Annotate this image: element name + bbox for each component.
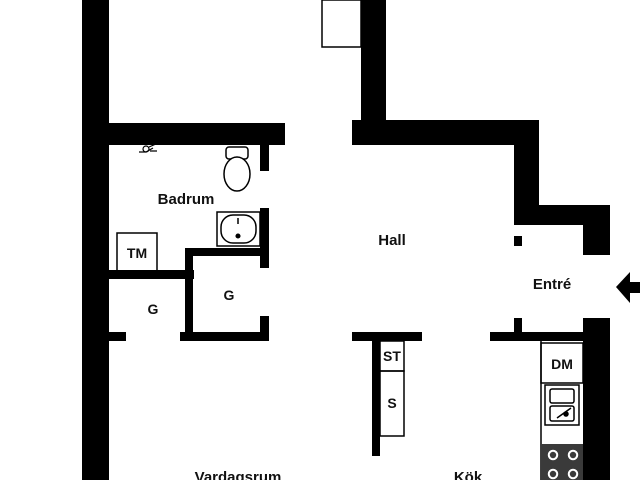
room-label-hall: Hall (378, 232, 406, 249)
toilet-icon (223, 146, 251, 192)
s-cabinet (379, 370, 405, 437)
walls (82, 0, 610, 480)
room-label-vardagsrum: Vardagsrum (195, 469, 282, 480)
fixture-label-s: S (387, 395, 396, 411)
room-label-badrum: Badrum (158, 191, 215, 208)
tm-box (116, 232, 158, 272)
fixture-label-g-left: G (148, 301, 159, 317)
kitchen-sink-icon (544, 384, 580, 426)
bathroom-sink-icon (216, 211, 261, 247)
fixture-outlines (116, 0, 584, 480)
room-label-entre: Entré (533, 276, 571, 293)
fixture-label-dm: DM (551, 356, 573, 372)
top-closet (321, 0, 362, 48)
fixture-label-tm: TM (127, 245, 147, 261)
shower-icon (139, 143, 157, 153)
entrance-arrow-icon (616, 272, 640, 303)
room-label-kok: Kök (454, 469, 483, 480)
fixture-label-g-right: G (224, 287, 235, 303)
fixture-label-st: ST (383, 348, 401, 364)
stove-icon (541, 444, 583, 480)
